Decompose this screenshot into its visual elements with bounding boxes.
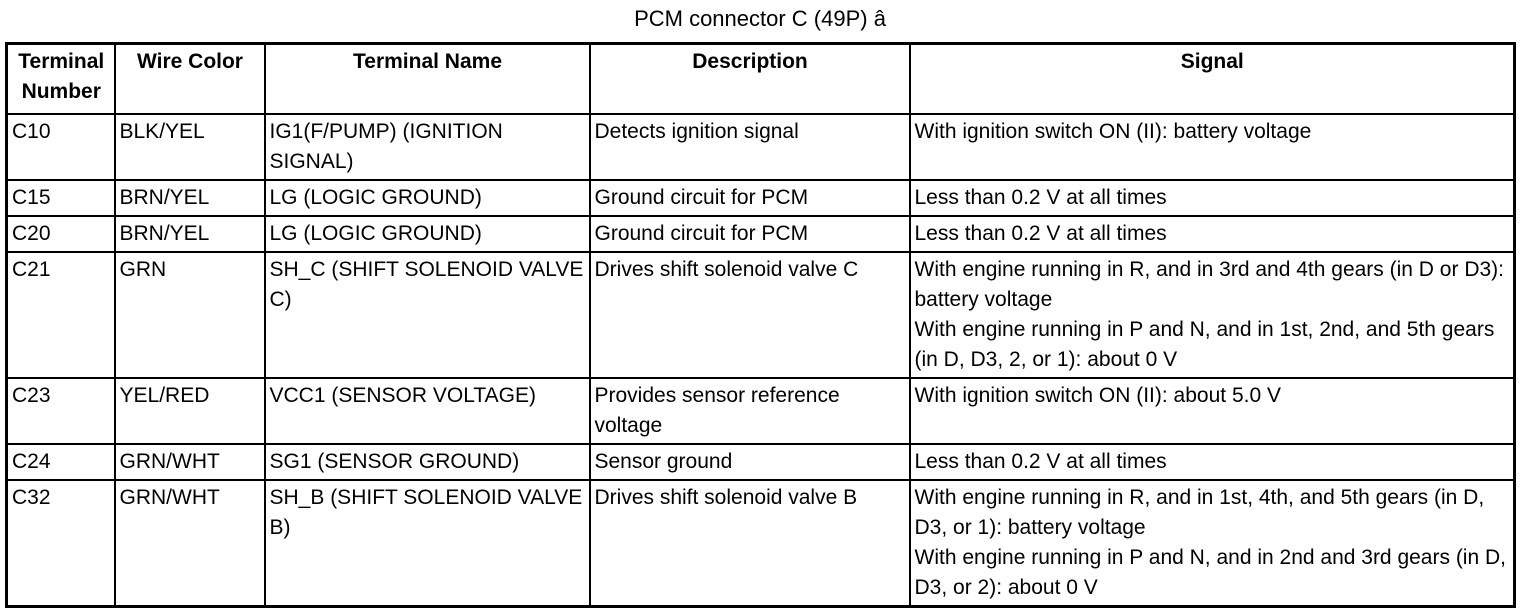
signal-cell: With engine running in R, and in 3rd and… (908, 251, 1516, 379)
header-terminal-number: Terminal Number (5, 42, 116, 115)
description-cell: Sensor ground (588, 443, 911, 481)
terminal-cell: C24 (5, 443, 116, 481)
terminal-name-cell: LG (LOGIC GROUND) (263, 215, 591, 253)
wire-color-cell: YEL/RED (113, 377, 266, 445)
terminal-name-cell: SH_B (SHIFT SOLENOID VALVE B) (263, 479, 591, 608)
terminal-cell: C10 (5, 113, 116, 181)
wire-color-cell: BRN/YEL (113, 215, 266, 253)
header-description: Description (588, 42, 911, 115)
description-cell: Provides sensor reference voltage (588, 377, 911, 445)
wire-color-cell: GRN (113, 251, 266, 379)
table-row: C32 GRN/WHT SH_B (SHIFT SOLENOID VALVE B… (5, 479, 1516, 608)
description-cell: Drives shift solenoid valve C (588, 251, 911, 379)
header-signal: Signal (908, 42, 1516, 115)
description-cell: Drives shift solenoid valve B (588, 479, 911, 608)
table-row: C23 YEL/RED VCC1 (SENSOR VOLTAGE) Provid… (5, 377, 1516, 445)
page-title: PCM connector C (49P) â (634, 6, 886, 31)
terminal-name-cell: SG1 (SENSOR GROUND) (263, 443, 591, 481)
terminal-cell: C15 (5, 179, 116, 217)
table-row: C15 BRN/YEL LG (LOGIC GROUND) Ground cir… (5, 179, 1516, 217)
table-row: C20 BRN/YEL LG (LOGIC GROUND) Ground cir… (5, 215, 1516, 253)
terminal-cell: C32 (5, 479, 116, 608)
table-body: C10 BLK/YEL IG1(F/PUMP) (IGNITION SIGNAL… (5, 113, 1516, 608)
wire-color-cell: GRN/WHT (113, 443, 266, 481)
terminal-name-cell: SH_C (SHIFT SOLENOID VALVE C) (263, 251, 591, 379)
description-cell: Detects ignition signal (588, 113, 911, 181)
wire-color-cell: BRN/YEL (113, 179, 266, 217)
signal-cell: Less than 0.2 V at all times (908, 179, 1516, 217)
signal-cell: With ignition switch ON (II): about 5.0 … (908, 377, 1516, 445)
terminal-name-cell: VCC1 (SENSOR VOLTAGE) (263, 377, 591, 445)
table-row: C24 GRN/WHT SG1 (SENSOR GROUND) Sensor g… (5, 443, 1516, 481)
table-header-row: Terminal Number Wire Color Terminal Name… (5, 42, 1516, 115)
terminal-cell: C20 (5, 215, 116, 253)
description-cell: Ground circuit for PCM (588, 179, 911, 217)
pcm-connector-table: Terminal Number Wire Color Terminal Name… (5, 42, 1516, 608)
header-wire-color: Wire Color (113, 42, 266, 115)
terminal-name-cell: IG1(F/PUMP) (IGNITION SIGNAL) (263, 113, 591, 181)
header-terminal-name: Terminal Name (263, 42, 591, 115)
signal-cell: Less than 0.2 V at all times (908, 443, 1516, 481)
signal-cell: Less than 0.2 V at all times (908, 215, 1516, 253)
terminal-cell: C21 (5, 251, 116, 379)
wire-color-cell: BLK/YEL (113, 113, 266, 181)
table-row: C10 BLK/YEL IG1(F/PUMP) (IGNITION SIGNAL… (5, 113, 1516, 181)
wire-color-cell: GRN/WHT (113, 479, 266, 608)
description-cell: Ground circuit for PCM (588, 215, 911, 253)
table-row: C21 GRN SH_C (SHIFT SOLENOID VALVE C) Dr… (5, 251, 1516, 379)
terminal-cell: C23 (5, 377, 116, 445)
signal-cell: With ignition switch ON (II): battery vo… (908, 113, 1516, 181)
terminal-name-cell: LG (LOGIC GROUND) (263, 179, 591, 217)
signal-cell: With engine running in R, and in 1st, 4t… (908, 479, 1516, 608)
